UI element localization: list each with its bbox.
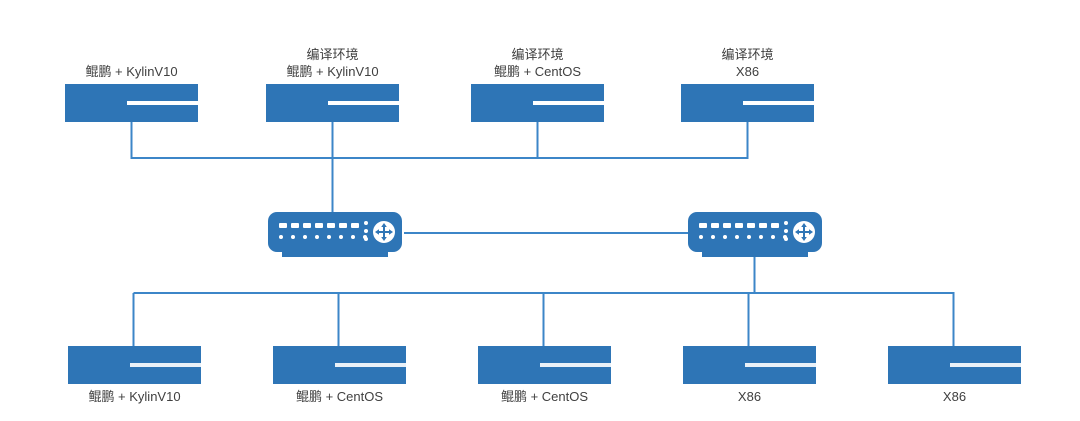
switch-left-foot (282, 250, 388, 257)
server-icon-slot (130, 363, 201, 367)
node-top-3-label: 编译环境 鲲鹏 + CentOS (466, 46, 609, 80)
port-dot (699, 235, 703, 239)
port-dash (723, 223, 731, 228)
node-bottom-1-label-line-1: 鲲鹏 + KylinV10 (88, 389, 181, 404)
port-dot (315, 235, 319, 239)
port-dot (351, 235, 355, 239)
server-icon-slot (127, 101, 201, 105)
node-top-3-label-line-1: 编译环境 (511, 47, 564, 62)
port-dash (339, 223, 347, 228)
four-way-arrow-icon (793, 221, 815, 243)
port-dash (771, 223, 779, 228)
port-dot (711, 235, 715, 239)
server-icon[interactable] (266, 84, 402, 122)
server-icon[interactable] (68, 346, 201, 384)
port-dash (327, 223, 335, 228)
server-icon[interactable] (471, 84, 607, 122)
server-icon[interactable] (273, 346, 406, 384)
switch-left[interactable] (268, 212, 402, 262)
switch-right-foot (702, 250, 808, 257)
node-top-2-label-line-1: 编译环境 (306, 47, 359, 62)
node-top-4-label-line-1: 编译环境 (721, 47, 774, 62)
status-led (364, 221, 368, 225)
switch-left-port-row-top (279, 223, 359, 228)
port-dash (303, 223, 311, 228)
node-bottom-4-label-line-1: X86 (737, 389, 762, 404)
port-dash (759, 223, 767, 228)
node-bottom-4-label: X86 (678, 388, 821, 405)
port-dash (735, 223, 743, 228)
port-dot (291, 235, 295, 239)
four-way-arrow-icon (373, 221, 395, 243)
port-dot (771, 235, 775, 239)
switch-right-port-row-top (699, 223, 779, 228)
port-dot (735, 235, 739, 239)
node-bottom-3-label-line-1: 鲲鹏 + CentOS (500, 389, 589, 404)
node-top-2-label-line-2: 鲲鹏 + KylinV10 (286, 64, 379, 79)
server-icon[interactable] (681, 84, 817, 122)
network-switch-icon (268, 212, 402, 252)
port-dash (351, 223, 359, 228)
node-top-1-label: 鲲鹏 + KylinV10 (60, 63, 203, 80)
port-dash (291, 223, 299, 228)
node-top-1-label-line-1: 鲲鹏 + KylinV10 (85, 64, 178, 79)
server-icon[interactable] (683, 346, 816, 384)
switch-left-led-column (364, 221, 368, 241)
server-icon-slot (743, 101, 817, 105)
switch-right-led-column (784, 221, 788, 241)
port-dot (759, 235, 763, 239)
port-dash (747, 223, 755, 228)
server-icon-slot (533, 101, 607, 105)
node-bottom-5-label: X86 (883, 388, 1026, 405)
port-dash (315, 223, 323, 228)
port-dot (339, 235, 343, 239)
status-led (364, 237, 368, 241)
server-icon[interactable] (888, 346, 1021, 384)
port-dot (747, 235, 751, 239)
server-icon[interactable] (478, 346, 611, 384)
port-dot (279, 235, 283, 239)
port-dash (279, 223, 287, 228)
node-bottom-2-label: 鲲鹏 + CentOS (268, 388, 411, 405)
status-led (784, 221, 788, 225)
switch-right[interactable] (688, 212, 822, 262)
server-icon-slot (335, 363, 406, 367)
node-bottom-5-label-line-1: X86 (942, 389, 967, 404)
node-top-4-label-line-2: X86 (735, 64, 760, 79)
port-dash (699, 223, 707, 228)
node-top-2-label: 编译环境 鲲鹏 + KylinV10 (261, 46, 404, 80)
node-bottom-1-label: 鲲鹏 + KylinV10 (63, 388, 206, 405)
server-icon-slot (745, 363, 816, 367)
port-dot (723, 235, 727, 239)
port-dot (303, 235, 307, 239)
port-dot (327, 235, 331, 239)
node-top-4-label: 编译环境 X86 (676, 46, 819, 80)
network-switch-icon (688, 212, 822, 252)
server-icon-slot (950, 363, 1021, 367)
status-led (364, 229, 368, 233)
port-dash (711, 223, 719, 228)
node-bottom-3-label: 鲲鹏 + CentOS (473, 388, 616, 405)
server-icon-slot (540, 363, 611, 367)
node-bottom-2-label-line-1: 鲲鹏 + CentOS (295, 389, 384, 404)
server-icon[interactable] (65, 84, 201, 122)
status-led (784, 237, 788, 241)
node-top-3-label-line-2: 鲲鹏 + CentOS (493, 64, 582, 79)
status-led (784, 229, 788, 233)
server-icon-slot (328, 101, 402, 105)
